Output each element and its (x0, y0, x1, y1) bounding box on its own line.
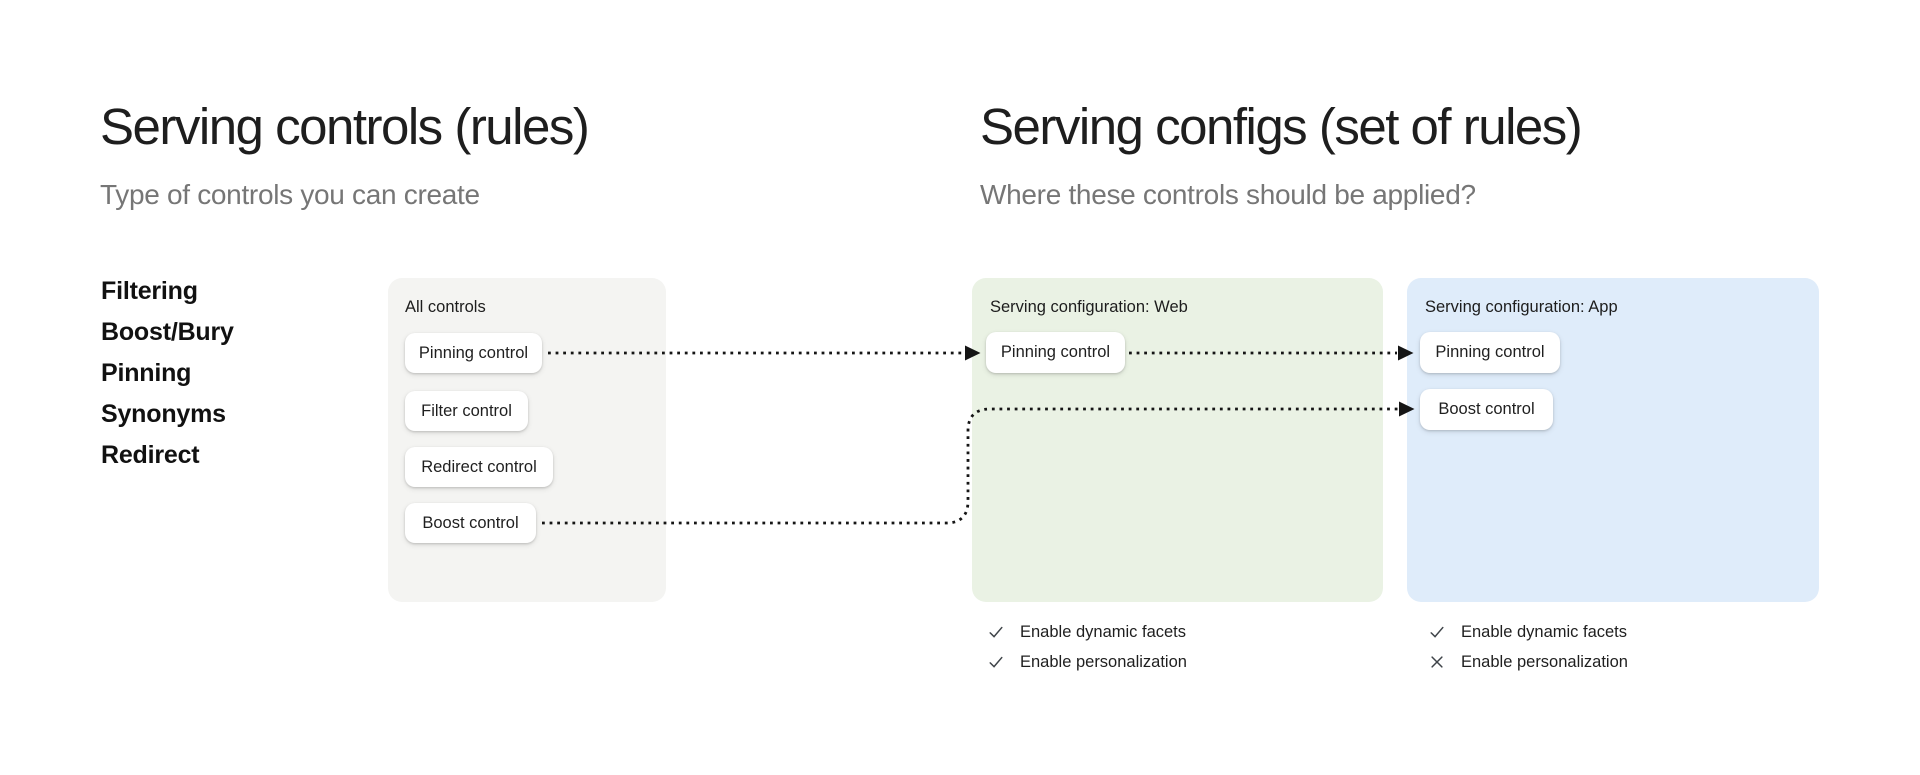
feature-label: Enable dynamic facets (1020, 622, 1187, 641)
feature-row: Enable dynamic facets (1429, 617, 1628, 647)
feature-row: Enable dynamic facets (988, 617, 1187, 647)
page-title: Serving configs (set of rules) (980, 98, 1583, 155)
web-pinning-control-chip[interactable]: Pinning control (986, 332, 1125, 373)
app-feature-list: Enable dynamic facets Enable personaliza… (1429, 617, 1628, 677)
app-config-card-label: Serving configuration: App (1425, 298, 1618, 316)
app-boost-control-chip[interactable]: Boost control (1420, 389, 1553, 430)
serving-controls-header: Serving controls (rules) Type of control… (100, 98, 590, 212)
check-icon (989, 626, 1003, 638)
serving-configs-header: Serving configs (set of rules) Where the… (980, 98, 1583, 212)
boost-control-chip[interactable]: Boost control (405, 503, 536, 543)
control-type-list: Filtering Boost/Bury Pinning Synonyms Re… (101, 271, 234, 476)
page-title: Serving controls (rules) (100, 98, 590, 155)
web-feature-list: Enable dynamic facets Enable personaliza… (988, 617, 1187, 677)
web-config-card-label: Serving configuration: Web (990, 298, 1188, 316)
feature-row: Enable personalization (1429, 647, 1628, 677)
app-pinning-control-chip[interactable]: Pinning control (1420, 332, 1560, 373)
feature-row: Enable personalization (988, 647, 1187, 677)
filter-control-chip[interactable]: Filter control (405, 391, 528, 431)
all-controls-card: All controls Pinning control Filter cont… (388, 278, 666, 602)
feature-label: Enable personalization (1020, 652, 1187, 671)
control-type-synonyms: Synonyms (101, 400, 226, 428)
redirect-control-chip[interactable]: Redirect control (405, 447, 553, 487)
app-config-card: Serving configuration: App Pinning contr… (1407, 278, 1819, 602)
page-subtitle: Where these controls should be applied? (980, 179, 1476, 210)
web-config-card: Serving configuration: Web Pinning contr… (972, 278, 1383, 602)
x-icon (1431, 656, 1443, 668)
page-subtitle: Type of controls you can create (100, 179, 480, 210)
feature-label: Enable personalization (1461, 652, 1628, 671)
check-icon (1430, 626, 1444, 638)
control-type-redirect: Redirect (101, 441, 200, 469)
feature-label: Enable dynamic facets (1461, 622, 1628, 641)
control-type-pinning: Pinning (101, 359, 192, 387)
control-type-boost-bury: Boost/Bury (101, 318, 234, 346)
all-controls-card-label: All controls (405, 298, 486, 316)
control-type-filtering: Filtering (101, 277, 198, 305)
pinning-control-chip[interactable]: Pinning control (405, 333, 542, 373)
check-icon (989, 656, 1003, 668)
